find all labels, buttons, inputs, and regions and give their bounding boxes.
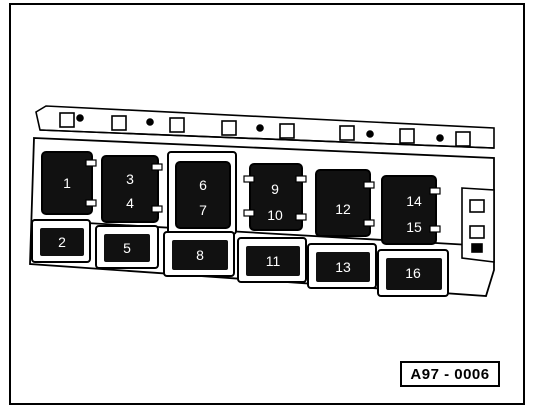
upper-relays — [41, 151, 441, 245]
label-7: 7 — [199, 202, 207, 218]
relay-14-15 — [381, 175, 437, 245]
label-4: 4 — [126, 195, 134, 211]
label-9: 9 — [271, 181, 279, 197]
relay-1 — [41, 151, 93, 215]
position-labels: 1 2 3 4 5 6 7 8 9 10 11 12 13 14 15 16 — [58, 171, 422, 281]
label-16: 16 — [405, 265, 421, 281]
relay-6-7 — [175, 161, 231, 229]
label-12: 12 — [335, 201, 351, 217]
label-5: 5 — [123, 240, 131, 256]
top-rail — [35, 105, 495, 149]
figure-reference-code: A97 - 0006 — [400, 361, 500, 387]
label-6: 6 — [199, 177, 207, 193]
label-1: 1 — [63, 175, 71, 191]
block-13 — [316, 252, 370, 282]
block-16 — [386, 258, 442, 290]
label-2: 2 — [58, 234, 66, 250]
relay-3-4 — [101, 155, 159, 223]
end-bracket — [461, 187, 495, 263]
label-10: 10 — [267, 207, 283, 223]
label-3: 3 — [126, 171, 134, 187]
label-15: 15 — [406, 219, 422, 235]
label-14: 14 — [406, 193, 422, 209]
label-13: 13 — [335, 259, 351, 275]
label-11: 11 — [266, 253, 281, 269]
block-2 — [40, 228, 84, 256]
label-8: 8 — [196, 247, 204, 263]
relay-9-10 — [249, 163, 303, 231]
lower-blocks — [31, 219, 449, 297]
block-5 — [104, 234, 150, 262]
relay-12 — [315, 169, 371, 237]
block-8 — [172, 240, 228, 270]
block-11 — [246, 246, 300, 276]
